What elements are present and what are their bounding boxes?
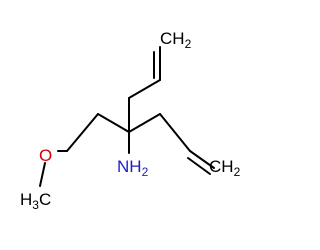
bond-top-ch2-to-top-ch: [128, 79, 161, 99]
bond-ch2-to-ch2: [66, 113, 99, 152]
label-top-ch2: CH2: [160, 29, 192, 51]
bond-right-ch2-to-right-ch: [159, 113, 191, 152]
label-bottom-ch2: CH2: [209, 157, 241, 179]
bond-set: [39, 46, 215, 187]
bond-central-c-to-ch2: [97, 113, 130, 133]
double-bond-bottom-b: [187, 157, 211, 175]
label-amine: NH2: [117, 157, 149, 179]
label-oxygen: O: [39, 146, 52, 165]
bond-oxygen-to-methyl: [39, 162, 46, 187]
bond-central-c-to-right-ch2: [128, 113, 161, 133]
double-bond-bottom-a: [189, 150, 215, 169]
molecule-structure: CH2 CH2 O NH2 H3C: [20, 29, 241, 212]
label-methyl: H3C: [20, 190, 51, 212]
structure-diagram: CH2 CH2 O NH2 H3C: [20, 29, 241, 212]
